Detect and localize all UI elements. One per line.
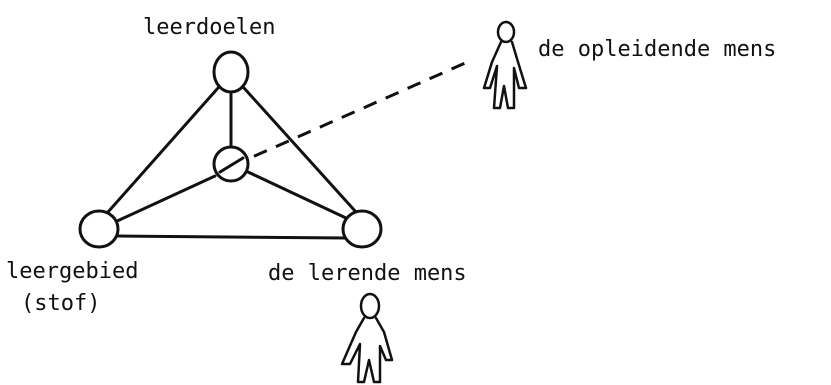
dashed-connector	[231, 58, 473, 168]
node-leerdoelen	[212, 50, 250, 94]
label-leergebied: leergebied	[6, 259, 138, 284]
label-leerdoelen: leerdoelen	[143, 15, 275, 40]
spoke-right	[246, 170, 348, 220]
label-lerende-mens: de lerende mens	[268, 261, 467, 286]
edge-top-left	[106, 86, 220, 214]
spoke-left	[113, 174, 217, 224]
node-leergebied	[78, 209, 120, 249]
triangle-edges	[106, 86, 358, 240]
label-stof: (stof)	[21, 291, 100, 316]
person-figure-icon	[482, 20, 528, 110]
node-lerende-mens	[341, 209, 383, 249]
label-opleidende-mens: de opleidende mens	[538, 37, 776, 62]
edge-top-right	[242, 86, 358, 214]
center-slash	[218, 156, 245, 174]
edge-bottom	[116, 234, 348, 240]
triangle-nodes	[78, 50, 383, 249]
person-figure-icon	[340, 292, 394, 384]
